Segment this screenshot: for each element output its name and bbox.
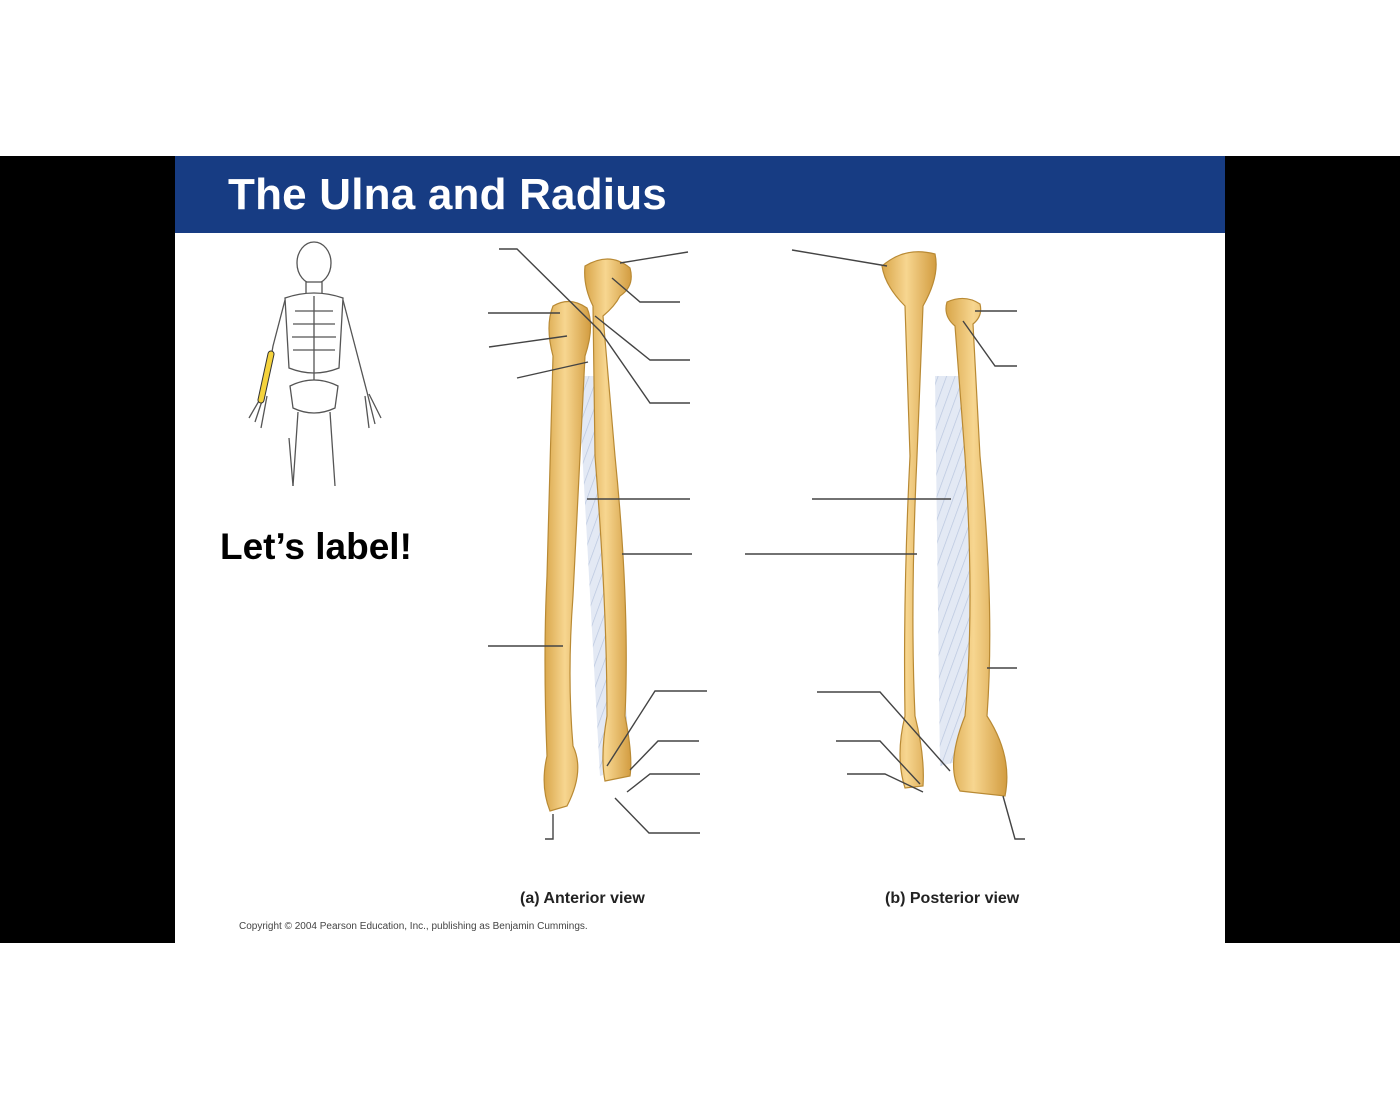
slide: The Ulna and Radius Let’s label! (a) Ant… <box>175 156 1225 943</box>
posterior-view-caption: (b) Posterior view <box>885 890 1020 907</box>
slide-title: The Ulna and Radius <box>228 170 667 219</box>
skeleton-icon <box>248 241 382 487</box>
title-bar: The Ulna and Radius <box>175 156 1225 233</box>
leader-lines-anterior <box>488 248 707 840</box>
anterior-view <box>543 258 632 812</box>
leader-lines-posterior <box>745 249 1025 840</box>
letterbox-left <box>0 156 175 943</box>
letterbox-right <box>1225 156 1400 943</box>
posterior-view <box>881 251 1008 797</box>
copyright-notice: Copyright © 2004 Pearson Education, Inc.… <box>239 921 588 932</box>
prompt-text: Let’s label! <box>220 526 412 567</box>
bone-diagram <box>248 217 1025 840</box>
highlighted-forearm <box>257 350 275 404</box>
anterior-view-caption: (a) Anterior view <box>520 890 645 907</box>
